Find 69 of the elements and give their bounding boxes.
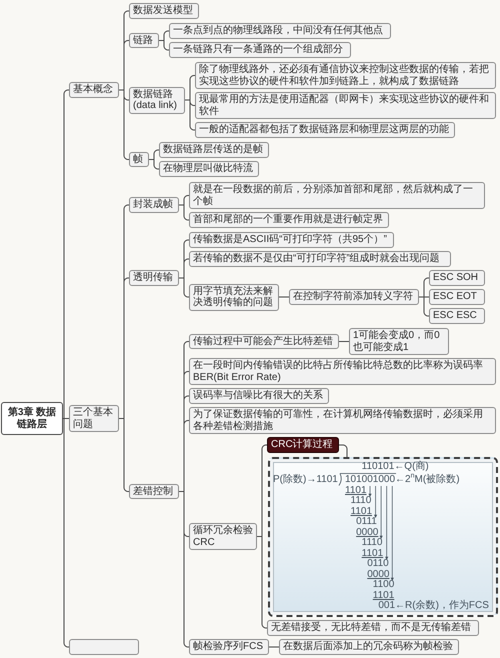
subtopic: 在物理层叫做比特流 bbox=[159, 161, 259, 176]
division-step: 1101 bbox=[372, 590, 394, 601]
connector-line bbox=[418, 296, 430, 316]
subtopic: 就是在一段数据的前后，分别添加首部和尾部，然后就构成了一个帧 bbox=[189, 182, 485, 209]
subtopic: 在控制字符前添加转义字符 bbox=[289, 289, 419, 304]
subtopic: 首部和尾部的一个重要作用就是进行帧定界 bbox=[189, 212, 389, 228]
subtopic: 链路 bbox=[129, 32, 159, 48]
subtopic: 一般的适配器都包括了数据链路层和物理层这两层的功能 bbox=[195, 122, 455, 138]
divisor-label: P(除数)→1101 bbox=[273, 475, 338, 486]
subtopic: 无差错接受，无比特差错，而不是无传输差错 bbox=[267, 620, 479, 636]
remainder-label: 001←R(余数)，作为FCS bbox=[378, 601, 489, 612]
connector-line bbox=[118, 90, 130, 160]
division-step: 0110 bbox=[367, 559, 389, 570]
subtopic: 为了保证数据传输的可靠性，在计算机网络传输数据时，必须采用各种差错检测措施 bbox=[189, 407, 496, 434]
connector-line bbox=[178, 204, 190, 220]
division-step: 1101 bbox=[345, 486, 367, 496]
highlighted-subtopic: CRC计算过程 bbox=[267, 437, 339, 452]
dividend-label: 101001000←2$^{n}$M(被除数) bbox=[345, 475, 460, 486]
subtopic: 数据发送模型 bbox=[129, 3, 199, 18]
connector-line bbox=[158, 40, 170, 50]
subtopic: 误码率与信噪比有很大的关系 bbox=[189, 388, 329, 404]
subtopic: ESC ESC bbox=[429, 308, 485, 324]
long-division-figure bbox=[268, 457, 498, 616]
connector-line bbox=[184, 100, 196, 130]
division-step: 1100 bbox=[372, 580, 394, 590]
subtopic: 1可能会变成0，而0也可能变成1 bbox=[349, 328, 449, 355]
division-step: 0000 bbox=[367, 570, 390, 580]
division-step: 1101 bbox=[362, 548, 384, 559]
connector-line bbox=[268, 646, 280, 648]
division-step: 1101 bbox=[350, 506, 372, 517]
subtopic: 循环冗余检验CRC bbox=[189, 523, 257, 550]
quotient-label: 110101←Q(商) bbox=[362, 462, 429, 472]
subtopic: 一条点到点的物理线路段，中间没有任何其他点 bbox=[169, 23, 391, 38]
connector-line bbox=[338, 444, 348, 458]
subtopic: 差错控制 bbox=[129, 484, 179, 499]
subtopic: 数据链路(data link) bbox=[129, 86, 185, 114]
subtopic: ESC SOH bbox=[429, 270, 485, 286]
subtopic: ESC EOT bbox=[429, 289, 485, 304]
subtopic: 数据链路层传送的是帧 bbox=[159, 142, 269, 158]
connector-line bbox=[338, 341, 350, 342]
division-step: 1110 bbox=[362, 538, 382, 548]
subtopic: 除了物理线路外，还必须有通信协议来控制这些数据的传输，若把实现这些协议的硬件和软件加到链路上，就构成了数据链路 bbox=[195, 62, 496, 89]
main-topic: 基本概念 bbox=[69, 82, 119, 98]
subtopic: 封装成帧 bbox=[129, 197, 179, 212]
division-step: 0111 bbox=[356, 517, 377, 528]
connector-line bbox=[178, 491, 190, 648]
main-topic: 三个基本问题 bbox=[69, 405, 119, 432]
subtopic: 用字节填充法来解决透明传输的问题 bbox=[189, 284, 279, 310]
connector-line bbox=[62, 90, 70, 419]
division-step: 0000 bbox=[356, 528, 378, 538]
connector-line bbox=[256, 536, 268, 628]
subtopic: 帧 bbox=[129, 152, 149, 167]
empty-topic-box bbox=[69, 639, 139, 654]
connector-line bbox=[178, 278, 190, 298]
connector-line bbox=[278, 296, 290, 298]
subtopic: 现最常用的方法是使用适配器（即网卡）来实现这些协议的硬件和软件 bbox=[195, 92, 496, 119]
subtopic: 在一段时间内传输错误的比特占所传输比特总数的比率称为误码率BER(Bit Error Rate) bbox=[189, 358, 496, 385]
subtopic: 传输过程中可能会产生比特差错 bbox=[189, 334, 339, 349]
connector-line bbox=[148, 159, 160, 170]
connector-line bbox=[62, 418, 70, 648]
subtopic: 在数据后面添加上的冗余码称为帧检验 bbox=[279, 639, 459, 654]
connector-line bbox=[118, 418, 130, 492]
subtopic: 透明传输 bbox=[129, 270, 179, 286]
central-topic: 第3章 数据链路层 bbox=[1, 402, 63, 435]
subtopic: 一条链路只有一条通路的一个组成部分 bbox=[169, 42, 351, 58]
subtopic: 帧检验序列FCS bbox=[189, 639, 269, 654]
subtopic: 若传输的数据不是仅由“可打印字符”组成时就会出现问题 bbox=[189, 251, 451, 266]
division-step: 1110 bbox=[350, 496, 372, 506]
subtopic: 传输数据是ASCII码“可打印字符（共95个）” bbox=[189, 232, 394, 248]
